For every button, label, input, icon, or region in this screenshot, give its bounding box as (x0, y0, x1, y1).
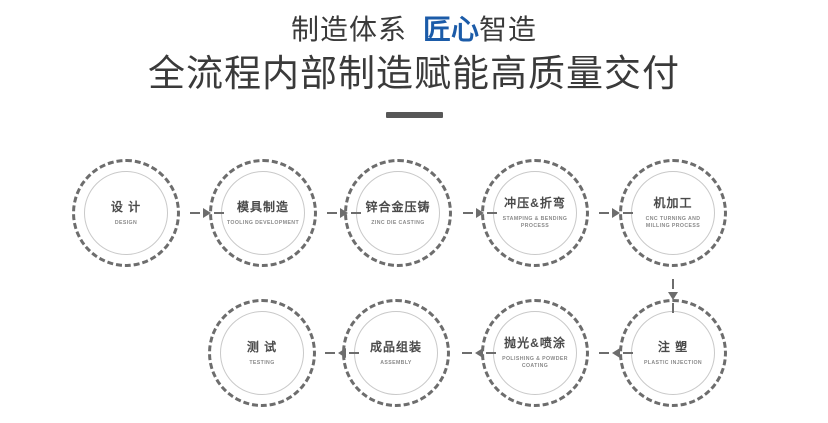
arrow-segment (214, 212, 224, 214)
node-label-cn: 模具制造 (236, 199, 289, 214)
dashed-ring-icon (208, 299, 316, 407)
arrow-head (668, 292, 678, 300)
node-disc: 成品组装 ASSEMBLY (354, 311, 438, 395)
node-label-en: TESTING (249, 359, 275, 366)
flow-arrow-left-icon (313, 347, 371, 359)
flow-node-polishing-coating[interactable]: 抛光&喷涂 POLISHING & POWDER COATING (481, 299, 589, 407)
dashed-ring-icon (619, 159, 727, 267)
dashed-ring-icon (619, 299, 727, 407)
flow-arrow-right-icon (586, 207, 646, 219)
arrow-head (338, 348, 346, 358)
flow-arrow-left-icon (587, 347, 645, 359)
arrow-head (612, 348, 620, 358)
arrow-segment (486, 352, 496, 354)
node-disc: 抛光&喷涂 POLISHING & POWDER COATING (493, 311, 577, 395)
node-label-en: DESIGN (114, 219, 138, 226)
flow-arrow-right-icon (450, 207, 510, 219)
headline-secondary: 全流程内部制造赋能高质量交付 (148, 53, 680, 94)
header: 制造体系匠心智造 全流程内部制造赋能高质量交付 (0, 0, 828, 118)
arrow-segment (190, 212, 200, 214)
headline-divider-bar (385, 112, 443, 118)
flow-arrow-right-icon (177, 207, 237, 219)
flow-node-cnc-machining[interactable]: 机加工 CNC TURNING AND MILLING PROCESS (619, 159, 727, 267)
node-disc: 注 塑 PLASTIC INJECTION (631, 311, 715, 395)
arrow-segment (672, 279, 674, 289)
arrow-segment (599, 212, 609, 214)
node-disc: 测 试 TESTING (220, 311, 304, 395)
node-label-cn: 抛光&喷涂 (504, 336, 566, 350)
arrow-head (476, 208, 484, 218)
node-disc: 机加工 CNC TURNING AND MILLING PROCESS (631, 171, 715, 255)
flow-node-design[interactable]: 设 计 DESIGN (72, 159, 180, 267)
node-disc: 冲压&折弯 STAMPING & BENDING PROCESS (493, 171, 577, 255)
arrow-segment (672, 303, 674, 313)
headline-primary-accent: 匠心 (422, 14, 479, 45)
node-label-cn: 设 计 (110, 199, 142, 214)
flow-node-plastic-injection[interactable]: 注 塑 PLASTIC INJECTION (619, 299, 727, 407)
flow-node-testing[interactable]: 测 试 TESTING (208, 299, 316, 407)
dashed-ring-icon (72, 159, 180, 267)
arrow-segment (623, 212, 633, 214)
node-disc: 设 计 DESIGN (84, 171, 168, 255)
flow-node-zinc-die-casting[interactable]: 锌合金压铸 ZINC DIE CASTING (344, 159, 452, 267)
node-label-en: ZINC DIE CASTING (371, 219, 425, 226)
node-label-en: ASSEMBLY (380, 359, 412, 366)
arrow-head (203, 208, 211, 218)
arrow-segment (327, 212, 337, 214)
node-label-en: POLISHING & POWDER COATING (502, 356, 568, 369)
node-label-cn: 测 试 (246, 339, 278, 354)
node-label-en: TOOLING DEVELOPMENT (226, 219, 300, 226)
node-label-cn: 机加工 (653, 196, 693, 210)
node-label-cn: 锌合金压铸 (365, 199, 431, 214)
node-disc: 锌合金压铸 ZINC DIE CASTING (356, 171, 440, 255)
node-label-cn: 注 塑 (657, 339, 689, 354)
headline-primary-tail: 智造 (479, 14, 538, 45)
node-label-en: STAMPING & BENDING PROCESS (502, 216, 568, 229)
node-label-en: CNC TURNING AND MILLING PROCESS (645, 216, 701, 229)
flow-arrow-right-icon (314, 207, 374, 219)
arrow-segment (462, 352, 472, 354)
arrow-segment (325, 352, 335, 354)
arrow-head (340, 208, 348, 218)
flow-arrow-left-icon (448, 347, 510, 359)
arrow-segment (487, 212, 497, 214)
node-label-cn: 冲压&折弯 (504, 196, 566, 210)
arrow-segment (463, 212, 473, 214)
arrow-segment (351, 212, 361, 214)
node-label-cn: 成品组装 (369, 339, 422, 354)
arrow-segment (349, 352, 359, 354)
arrow-segment (623, 352, 633, 354)
node-label-en: PLASTIC INJECTION (643, 359, 703, 366)
flow-arrow-down-icon (667, 267, 679, 325)
arrow-segment (599, 352, 609, 354)
headline-primary-plain: 制造体系 (290, 14, 407, 45)
arrow-head (475, 348, 483, 358)
arrow-head (612, 208, 620, 218)
headline-primary: 制造体系匠心智造 (0, 12, 828, 48)
node-disc: 模具制造 TOOLING DEVELOPMENT (221, 171, 305, 255)
